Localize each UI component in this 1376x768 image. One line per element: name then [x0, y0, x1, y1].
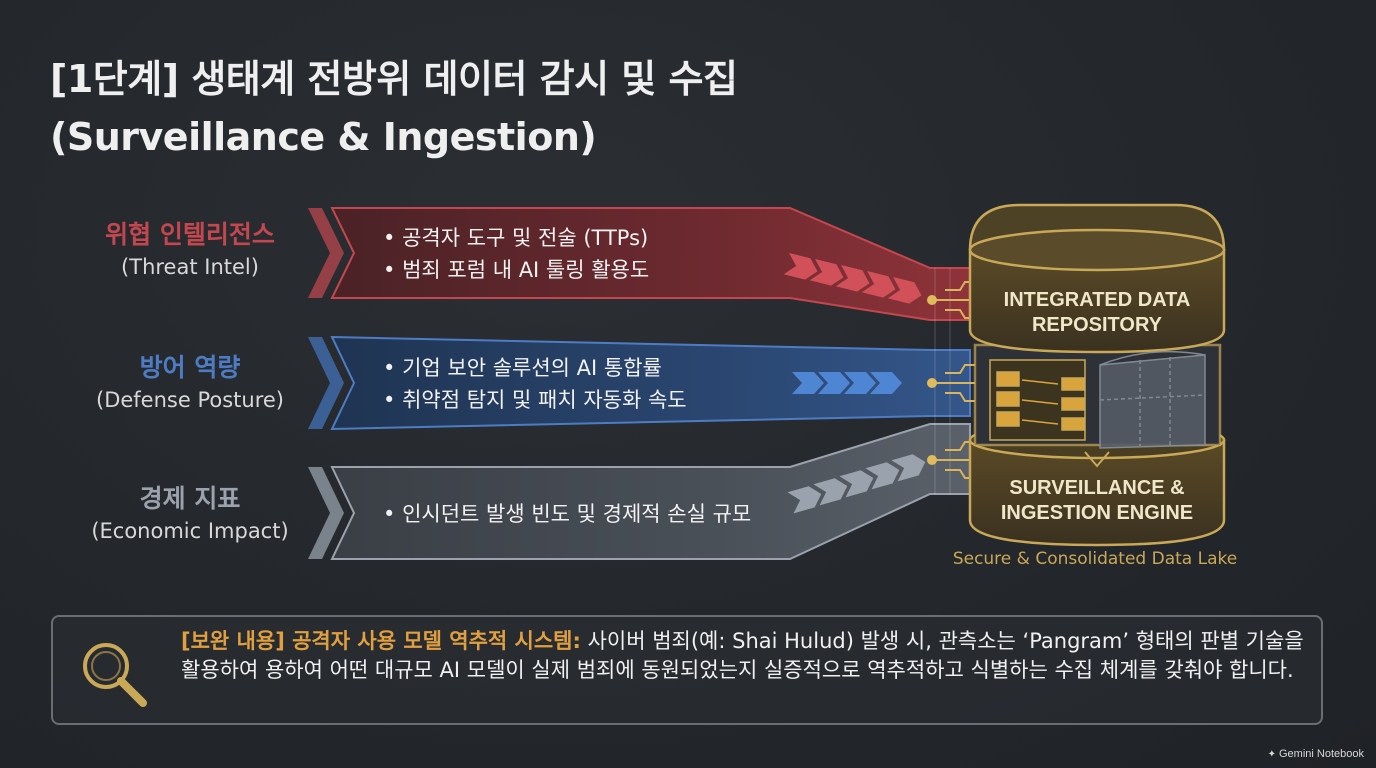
note-highlight: [보완 내용] 공격자 사용 모델 역추적 시스템:	[181, 629, 581, 653]
supplement-note: [보완 내용] 공격자 사용 모델 역추적 시스템: 사이버 범죄(예: Sha…	[51, 615, 1323, 725]
bullet-item: 인시던트 발생 빈도 및 경제적 손실 규모	[383, 498, 751, 530]
defense-arrows	[792, 372, 902, 394]
econ-arrows	[787, 454, 926, 514]
bullet-item: 취약점 탐지 및 패치 자동화 속도	[383, 384, 687, 416]
watermark-text: Gemini Notebook	[1279, 748, 1364, 760]
category-economic-impact: 경제 지표 (Economic Impact)	[25, 482, 355, 546]
threat-arrows	[783, 252, 922, 304]
threat-chevron-head	[308, 208, 344, 298]
defense-posture-label-en: (Defense Posture)	[96, 388, 284, 412]
note-body: 사이버 범죄(예: Shai Hulud) 발생 시, 관측소는 ‘Pangra…	[181, 629, 1304, 682]
sparkle-icon: ✦	[1267, 749, 1276, 760]
economic-impact-label-en: (Economic Impact)	[91, 519, 289, 543]
note-text: [보완 내용] 공격자 사용 모델 역추적 시스템: 사이버 범죄(예: Sha…	[181, 627, 1311, 685]
bullet-item: 공격자 도구 및 전술 (TTPs)	[383, 222, 649, 254]
page-title-english: (Surveillance & Ingestion)	[50, 115, 597, 159]
ingestion-module	[989, 359, 1086, 441]
page-title-korean: [1단계] 생태계 전방위 데이터 감시 및 수집	[50, 57, 738, 101]
defense-posture-bullets: 기업 보안 솔루션의 AI 통합률 취약점 탐지 및 패치 자동화 속도	[383, 352, 687, 416]
category-threat-intel: 위협 인텔리전스 (Threat Intel)	[25, 218, 355, 282]
economic-impact-bullets: 인시던트 발생 빈도 및 경제적 손실 규모	[383, 498, 751, 530]
threat-intel-label-en: (Threat Intel)	[121, 255, 259, 279]
category-defense-posture: 방어 역량 (Defense Posture)	[25, 351, 355, 415]
economic-impact-label-ko: 경제 지표	[139, 484, 241, 513]
econ-band	[330, 423, 971, 560]
magnifier-icon	[83, 643, 147, 707]
econ-chevron-head	[308, 467, 344, 559]
bullet-item: 기업 보안 솔루션의 AI 통합률	[383, 352, 687, 384]
data-lake-caption: Secure & Consolidated Data Lake	[952, 549, 1238, 569]
storage-block	[1099, 350, 1206, 449]
surveillance-ingestion-engine-label: SURVEILLANCE & INGESTION ENGINE	[1000, 477, 1194, 524]
defense-posture-label-ko: 방어 역량	[139, 353, 241, 382]
threat-intel-bullets: 공격자 도구 및 전술 (TTPs) 범죄 포럼 내 AI 툴링 활용도	[383, 222, 649, 286]
watermark: ✦Gemini Notebook	[1268, 748, 1364, 760]
integrated-data-repository-label: INTEGRATED DATA REPOSITORY	[1003, 289, 1191, 336]
defense-chevron-head	[308, 337, 344, 429]
page-title: [1단계] 생태계 전방위 데이터 감시 및 수집 (Surveillance …	[50, 50, 738, 166]
threat-intel-label-ko: 위협 인텔리전스	[105, 220, 275, 249]
bullet-item: 범죄 포럼 내 AI 툴링 활용도	[383, 254, 649, 286]
